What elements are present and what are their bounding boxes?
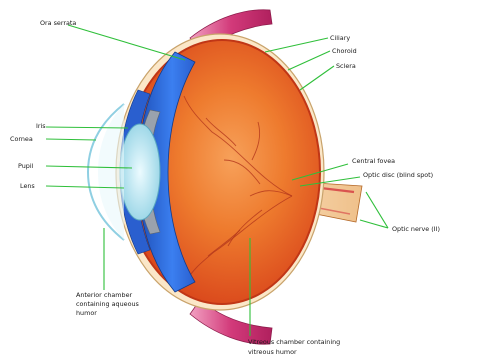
label-ciliary-body: Ciliary — [330, 34, 350, 42]
label-vitreous-line2: vitreous humor — [248, 348, 297, 356]
label-sclera: Sclera — [336, 62, 356, 70]
label-central-fovea: Central fovea — [352, 157, 395, 165]
lens — [120, 124, 160, 220]
label-anterior-chamber-line3: humor — [76, 309, 97, 317]
label-cornea: Cornea — [10, 135, 33, 143]
label-iris: Iris — [36, 122, 46, 130]
label-optic-nerve: Optic nerve (II) — [392, 225, 440, 233]
label-anterior-chamber-line1: Anterior chamber — [76, 291, 133, 299]
label-ora-serrata: Ora serrata — [40, 19, 76, 27]
label-choroid: Choroid — [332, 47, 357, 55]
label-pupil: Pupil — [18, 162, 34, 170]
label-vitreous-line1: Vitreous chamber containing — [248, 338, 340, 346]
cornea — [88, 104, 124, 240]
label-lens: Lens — [20, 182, 35, 190]
label-anterior-chamber-line2: containing aqueous — [76, 300, 140, 308]
label-optic-disc: Optic disc (blind spot) — [363, 171, 433, 179]
